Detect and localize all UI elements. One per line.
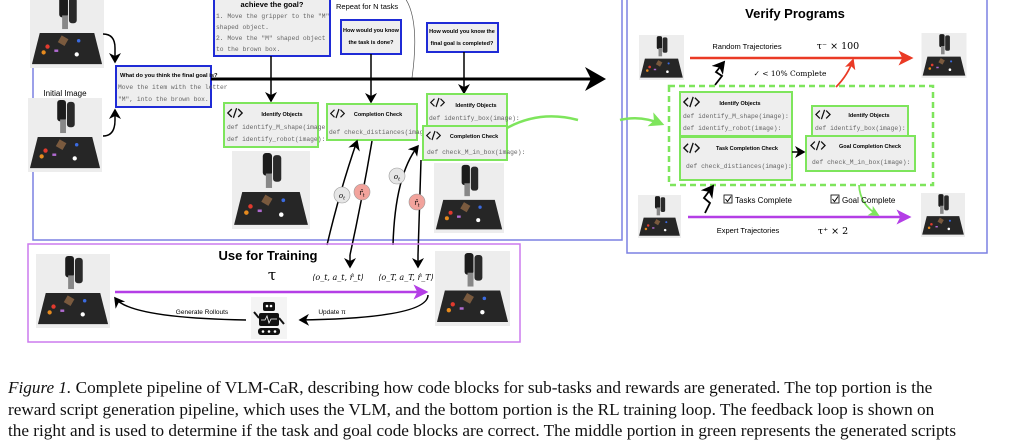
scene-image-train-start <box>36 254 110 328</box>
svg-text:Task Completion Check: Task Completion Check <box>716 146 779 152</box>
transition-tuple-T: ⟨o_T, a_T, r̂_T⟩ <box>378 273 433 282</box>
verify-code-identify-box: Identify Objects def identify_box(image)… <box>811 105 909 137</box>
scene-image-train-end <box>435 251 510 326</box>
svg-text:Goal Complete: Goal Complete <box>842 196 896 205</box>
caption-line-1: Figure 1. Complete pipeline of VLM-CaR, … <box>8 377 1028 399</box>
svg-text:What do you think the final go: What do you think the final goal is? <box>120 73 218 79</box>
scene-image-goal <box>434 163 504 233</box>
verify-frame <box>626 0 988 254</box>
initial-image-label: Initial Image <box>43 89 87 98</box>
svg-text:def identify_robot(image):: def identify_robot(image): <box>683 125 781 132</box>
subtask-question-tail: achieve the goal? <box>241 0 304 9</box>
task-done-question-box: How would you know the task is done? <box>340 19 402 55</box>
verify-code-identify-objects: Identify Objects def identify_M_shape(im… <box>679 91 793 137</box>
reward-token: r̂t <box>408 193 426 211</box>
tasks-complete-check: Tasks Complete <box>723 194 792 205</box>
svg-text:r̂t: r̂t <box>359 188 365 199</box>
expert-count: τ⁺ × 2 <box>818 226 848 237</box>
training-title: Use for Training <box>219 248 318 263</box>
code-block-completion-check: Completion Check def check_distiances(im… <box>326 103 435 141</box>
svg-text:Identify Objects: Identify Objects <box>261 112 302 118</box>
verify-code-task-check: Task Completion Check def check_distianc… <box>679 136 793 181</box>
code-block-goal-check: Completion Check def check_M_in_box(imag… <box>422 125 525 161</box>
training-frame <box>27 243 521 343</box>
observation-token: ot <box>388 167 406 185</box>
robot-icon <box>251 297 287 339</box>
caption-text: Complete pipeline of VLM-CaR, describing… <box>71 378 933 397</box>
subtask-answer-box: achieve the goal? 1. Move the gripper to… <box>213 0 331 57</box>
svg-text:final goal is completed?: final goal is completed? <box>431 41 494 47</box>
random-threshold: ✓ < 10% Complete <box>754 69 827 78</box>
pipeline-figure: Initial Image What do you think the fina… <box>27 0 988 343</box>
caption-label: Figure 1. <box>8 378 72 397</box>
update-policy-label: Update π <box>318 309 346 316</box>
goal-question-box: What do you think the final goal is? Mov… <box>115 65 228 108</box>
svg-text:Completion Check: Completion Check <box>450 134 499 140</box>
code-block-identify-box: Identify Objects def identify_box(image)… <box>426 93 520 127</box>
trajectory-symbol: τ <box>268 266 276 284</box>
goal-done-question-box: How would you know the final goal is com… <box>426 22 499 53</box>
svg-text:1. Move the gripper to the "M": 1. Move the gripper to the "M" <box>216 13 329 20</box>
svg-text:Move the item with the letter: Move the item with the letter <box>118 84 228 91</box>
expert-trajectories-label: Expert Trajectories <box>717 226 780 235</box>
random-trajectories-label: Random Trajectories <box>712 42 781 51</box>
svg-text:to the brown box.: to the brown box. <box>216 46 280 53</box>
svg-text:r̂t: r̂t <box>414 198 420 209</box>
scene-image-expert-end <box>921 193 965 237</box>
svg-text:Identify Objects: Identify Objects <box>455 103 496 109</box>
svg-text:How would you know the: How would you know the <box>429 29 495 35</box>
svg-text:Identify Objects: Identify Objects <box>719 101 760 107</box>
svg-text:def identify_M_shape(image):: def identify_M_shape(image): <box>683 113 789 120</box>
scene-image-top <box>30 0 104 68</box>
generate-rollouts-label: Generate Rollouts <box>176 309 229 316</box>
svg-text:def identify_box(image):: def identify_box(image): <box>429 115 520 122</box>
goal-complete-check: Goal Complete <box>830 194 896 205</box>
svg-text:2. Move the "M" shaped object: 2. Move the "M" shaped object <box>216 35 326 42</box>
reward-token: r̂t <box>353 183 371 201</box>
transition-tuple-t: ⟨o_t, a_t, r̂_t⟩ <box>312 273 363 282</box>
svg-text:def check_distiances(image):: def check_distiances(image): <box>329 129 435 136</box>
scene-image-random-start <box>639 35 684 80</box>
svg-text:ot: ot <box>339 192 346 202</box>
svg-text:def identify_box(image):: def identify_box(image): <box>815 125 906 132</box>
code-block-identify-objects: Identify Objects def identify_M_shape(im… <box>223 102 333 148</box>
svg-text:"M", into the brown box.: "M", into the brown box. <box>118 96 209 103</box>
verify-title: Verify Programs <box>745 6 845 21</box>
svg-text:How would you know: How would you know <box>343 28 400 34</box>
scene-image-subtask <box>232 151 310 229</box>
svg-text:shaped object.: shaped object. <box>216 24 269 31</box>
svg-text:the task is done?: the task is done? <box>349 40 395 46</box>
scene-image-expert-start <box>638 195 681 238</box>
caption-line-3: the right and is used to determine if th… <box>8 421 957 440</box>
svg-text:ot: ot <box>394 173 401 183</box>
random-count: τ⁻ × 100 <box>817 41 859 52</box>
observation-token: ot <box>333 186 351 204</box>
generated-scripts-region <box>667 84 935 187</box>
scene-image-random-end <box>921 33 967 78</box>
scene-image-initial <box>28 98 102 172</box>
figure-caption: Figure 1. Complete pipeline of VLM-CaR, … <box>8 377 1028 442</box>
svg-text:def check_M_in_box(image):: def check_M_in_box(image): <box>427 149 525 156</box>
svg-text:Identify Objects: Identify Objects <box>848 113 889 119</box>
repeat-label: Repeat for N tasks <box>336 2 398 11</box>
caption-line-2: reward script generation pipeline, which… <box>8 399 935 419</box>
svg-text:def identify_robot(image):: def identify_robot(image): <box>227 136 325 143</box>
svg-text:def identify_M_shape(image):: def identify_M_shape(image): <box>227 124 333 131</box>
svg-text:def check_M_in_box(image):: def check_M_in_box(image): <box>812 159 910 166</box>
verify-code-goal-check: Goal Completion Check def check_M_in_box… <box>805 135 916 172</box>
svg-text:Tasks Complete: Tasks Complete <box>735 196 792 205</box>
svg-text:Goal Completion Check: Goal Completion Check <box>839 144 902 150</box>
svg-text:Completion Check: Completion Check <box>354 112 403 118</box>
svg-text:def check_distiances(image):: def check_distiances(image): <box>686 163 792 170</box>
